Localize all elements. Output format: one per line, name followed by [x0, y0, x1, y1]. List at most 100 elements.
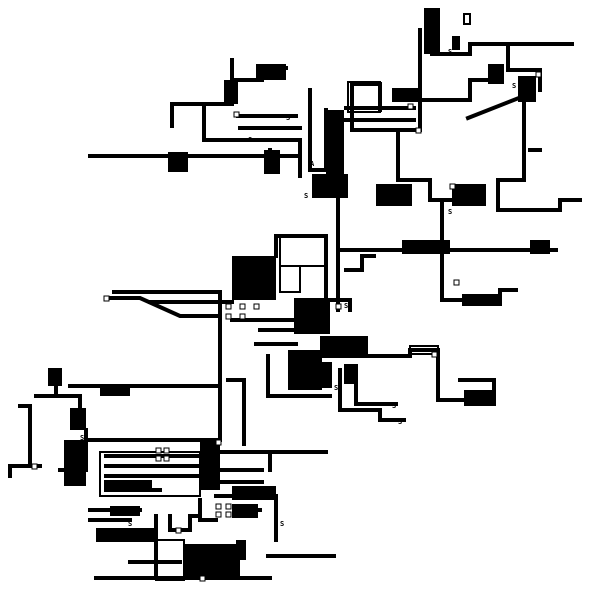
marker: [215, 439, 222, 446]
corridor: [506, 44, 542, 92]
room: [279, 265, 301, 293]
stair-glyph: S: [80, 434, 84, 442]
room-outlines: [99, 13, 471, 581]
marker: [215, 503, 222, 510]
corridor: [202, 102, 298, 142]
corridor: [104, 296, 222, 318]
corridor: [465, 93, 527, 121]
glyphs: S S S S S S S D S S S S S S S A: [80, 48, 516, 528]
wall-block: [326, 110, 344, 180]
wall-block: [488, 64, 504, 84]
room: [99, 451, 201, 497]
marker: [225, 503, 232, 510]
door-glyph: D: [264, 272, 268, 280]
wall-block: [462, 294, 502, 306]
wall-block: [518, 76, 536, 102]
stair-glyph: S: [512, 82, 516, 90]
marker: [103, 295, 110, 302]
corridor: [396, 128, 486, 202]
corridor: [418, 28, 502, 102]
corridor: [198, 498, 218, 522]
marker: [215, 511, 222, 518]
marker: [535, 71, 542, 78]
wall-block: [376, 184, 412, 206]
marker: [335, 303, 342, 310]
marker: [199, 575, 206, 582]
wall-block: [200, 440, 220, 490]
wall-block: [168, 152, 188, 172]
wall-block: [236, 540, 246, 560]
wall-block: [48, 368, 62, 386]
marker: [431, 351, 438, 358]
corridor: [308, 88, 328, 172]
corridor: [226, 378, 246, 446]
wall-block: [264, 150, 280, 174]
stair-glyph: S: [392, 402, 396, 410]
wall-block: [288, 350, 322, 390]
wall-blocks: [48, 8, 550, 580]
marker: [407, 103, 414, 110]
wall-block: [232, 504, 258, 518]
wall-block: [96, 528, 154, 542]
room: [409, 345, 439, 355]
room: [463, 13, 471, 25]
corridor: [266, 354, 332, 398]
wall-block: [70, 408, 86, 430]
corridor: [170, 58, 234, 106]
marker: [239, 313, 246, 320]
wall-block: [392, 88, 418, 102]
stair-glyph: S: [344, 302, 348, 310]
wall-block: [452, 36, 460, 50]
marker: [163, 455, 170, 462]
marker: [239, 303, 246, 310]
wall-block: [184, 544, 240, 580]
wall-block: [530, 240, 550, 254]
corridor: [168, 514, 202, 532]
wall-block: [232, 486, 276, 500]
marker: [155, 455, 162, 462]
room: [279, 235, 327, 267]
wall-block: [320, 362, 332, 388]
stair-glyph: S: [256, 272, 260, 280]
marker: [175, 527, 182, 534]
wall-block: [294, 300, 330, 334]
markers: [31, 71, 542, 582]
stair-glyph: S: [128, 520, 132, 528]
wall-block: [312, 174, 348, 198]
marker: [225, 313, 232, 320]
marker: [31, 463, 38, 470]
marker: [449, 183, 456, 190]
wall-block: [256, 64, 286, 80]
stair-glyph: S: [280, 520, 284, 528]
wall-block: [64, 440, 86, 486]
wall-block: [464, 390, 496, 406]
wall-block: [424, 8, 440, 54]
corridor: [344, 254, 376, 272]
marker: [155, 447, 162, 454]
wall-block: [224, 80, 238, 104]
wall-block: [402, 240, 450, 254]
marker: [233, 111, 240, 118]
stair-glyph: S: [248, 136, 252, 144]
marker: [253, 303, 260, 310]
corridor: [366, 348, 472, 402]
stair-glyph: S: [398, 418, 402, 426]
corridor: [338, 368, 406, 422]
wall-block: [110, 506, 140, 516]
marker: [225, 303, 232, 310]
wall-block: [452, 184, 486, 206]
room: [347, 81, 381, 113]
stair-glyph: S: [448, 208, 452, 216]
stair-glyph: S: [304, 192, 308, 200]
room: [155, 539, 185, 581]
corridor: [354, 384, 398, 406]
wall-block: [232, 256, 276, 300]
altar-glyph: A: [310, 160, 315, 168]
marker: [415, 127, 422, 134]
wall-block: [320, 336, 368, 358]
corridor: [18, 404, 32, 468]
wall-block: [100, 384, 130, 396]
stair-glyph: S: [286, 114, 290, 122]
marker: [225, 511, 232, 518]
